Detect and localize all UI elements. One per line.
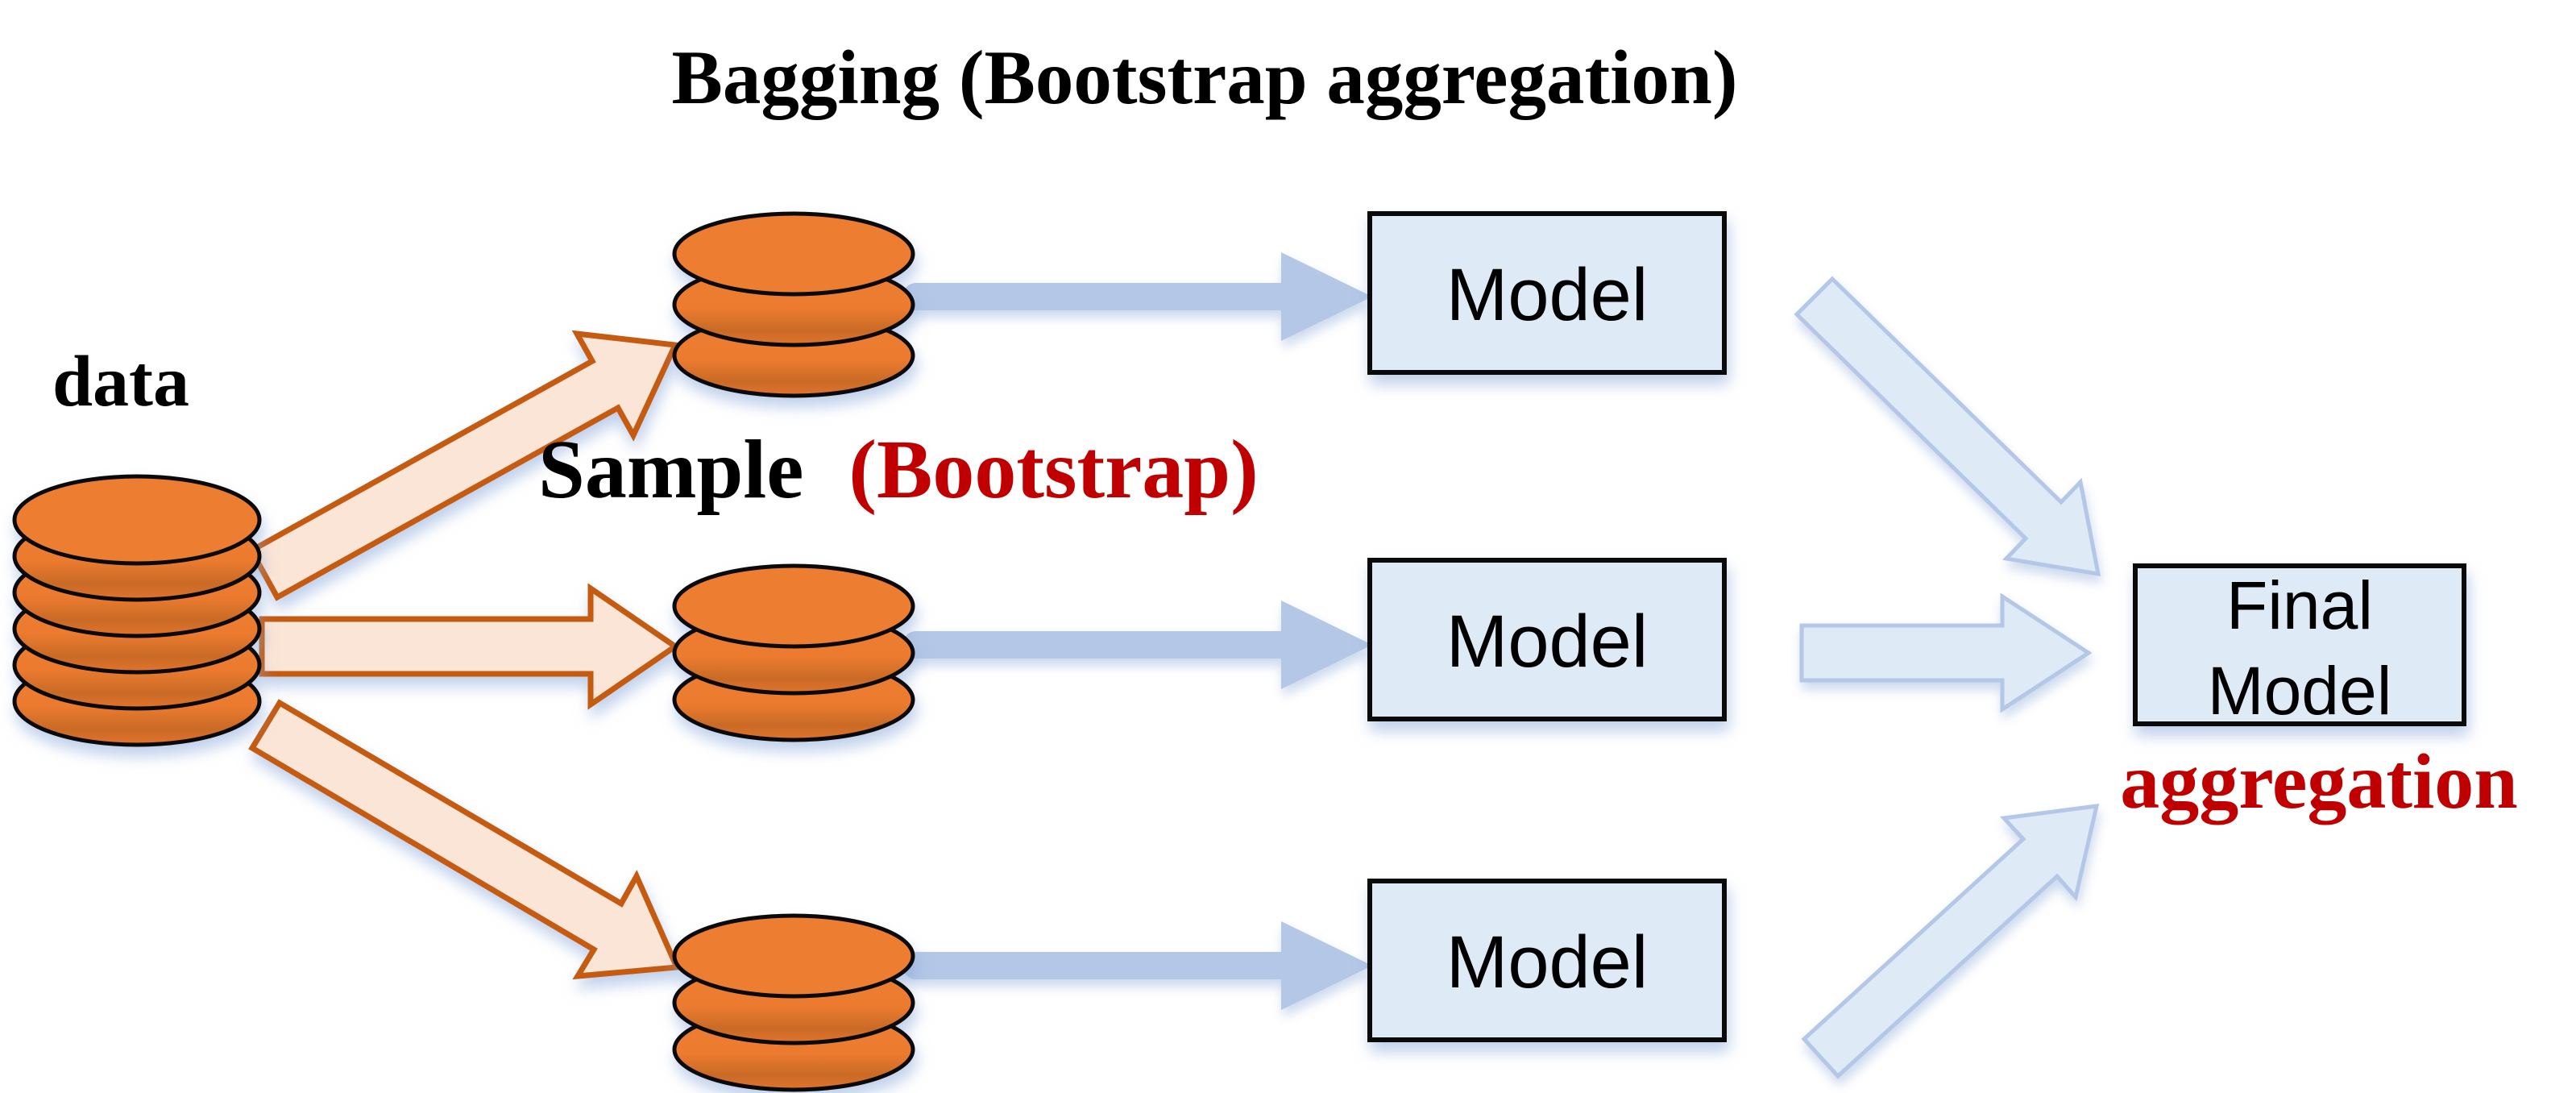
model-box-rect — [1367, 879, 1727, 1042]
sample-stack-2 — [672, 563, 915, 742]
sample-label: Sample (Bootstrap) — [538, 423, 1259, 516]
final-model-box-rect — [2133, 563, 2466, 726]
bootstrap-arrow-bottom — [248, 699, 682, 980]
sample-stack-1 — [672, 211, 915, 398]
disc — [672, 211, 915, 297]
model-box-2: Model — [1367, 558, 1727, 721]
disc — [672, 563, 915, 649]
sample-label-highlight: (Bootstrap) — [848, 423, 1258, 516]
sample-to-model-arrow-2 — [902, 601, 1372, 689]
bootstrap-arrow-top — [247, 330, 680, 601]
sample-to-model-arrow-1 — [902, 252, 1372, 341]
final-model-label-line2: Model — [2208, 653, 2392, 729]
arrow-shape — [915, 921, 1372, 1010]
bootstrap-arrow-middle — [259, 583, 681, 710]
model-label: Model — [1446, 921, 1649, 1004]
model-to-final-arrow-2 — [1799, 592, 2093, 713]
arrow-shape — [915, 252, 1372, 341]
model-box-rect — [1367, 558, 1727, 721]
arrow-shape — [915, 601, 1372, 689]
sample-label-text: Sample — [538, 423, 803, 516]
model-box-1: Model — [1367, 211, 1727, 375]
model-to-final-arrow-3 — [1801, 804, 2100, 1079]
data-label: data — [52, 342, 189, 422]
model-label: Model — [1446, 254, 1649, 336]
data-stack — [12, 474, 262, 747]
aggregation-label: aggregation — [2120, 738, 2518, 825]
disc — [672, 913, 915, 999]
sample-to-model-arrow-3 — [902, 921, 1372, 1010]
model-to-final-arrow-1 — [1794, 276, 2101, 577]
diagram-title: Bagging (Bootstrap aggregation) — [672, 35, 1738, 120]
final-model-box: Final Model — [2133, 563, 2466, 729]
final-model-label-line1: Final — [2226, 567, 2373, 643]
sample-stack-3 — [672, 913, 915, 1092]
model-box-3: Model — [1367, 879, 1727, 1042]
disc — [12, 474, 262, 566]
model-label: Model — [1446, 601, 1649, 683]
model-box-rect — [1367, 211, 1727, 375]
